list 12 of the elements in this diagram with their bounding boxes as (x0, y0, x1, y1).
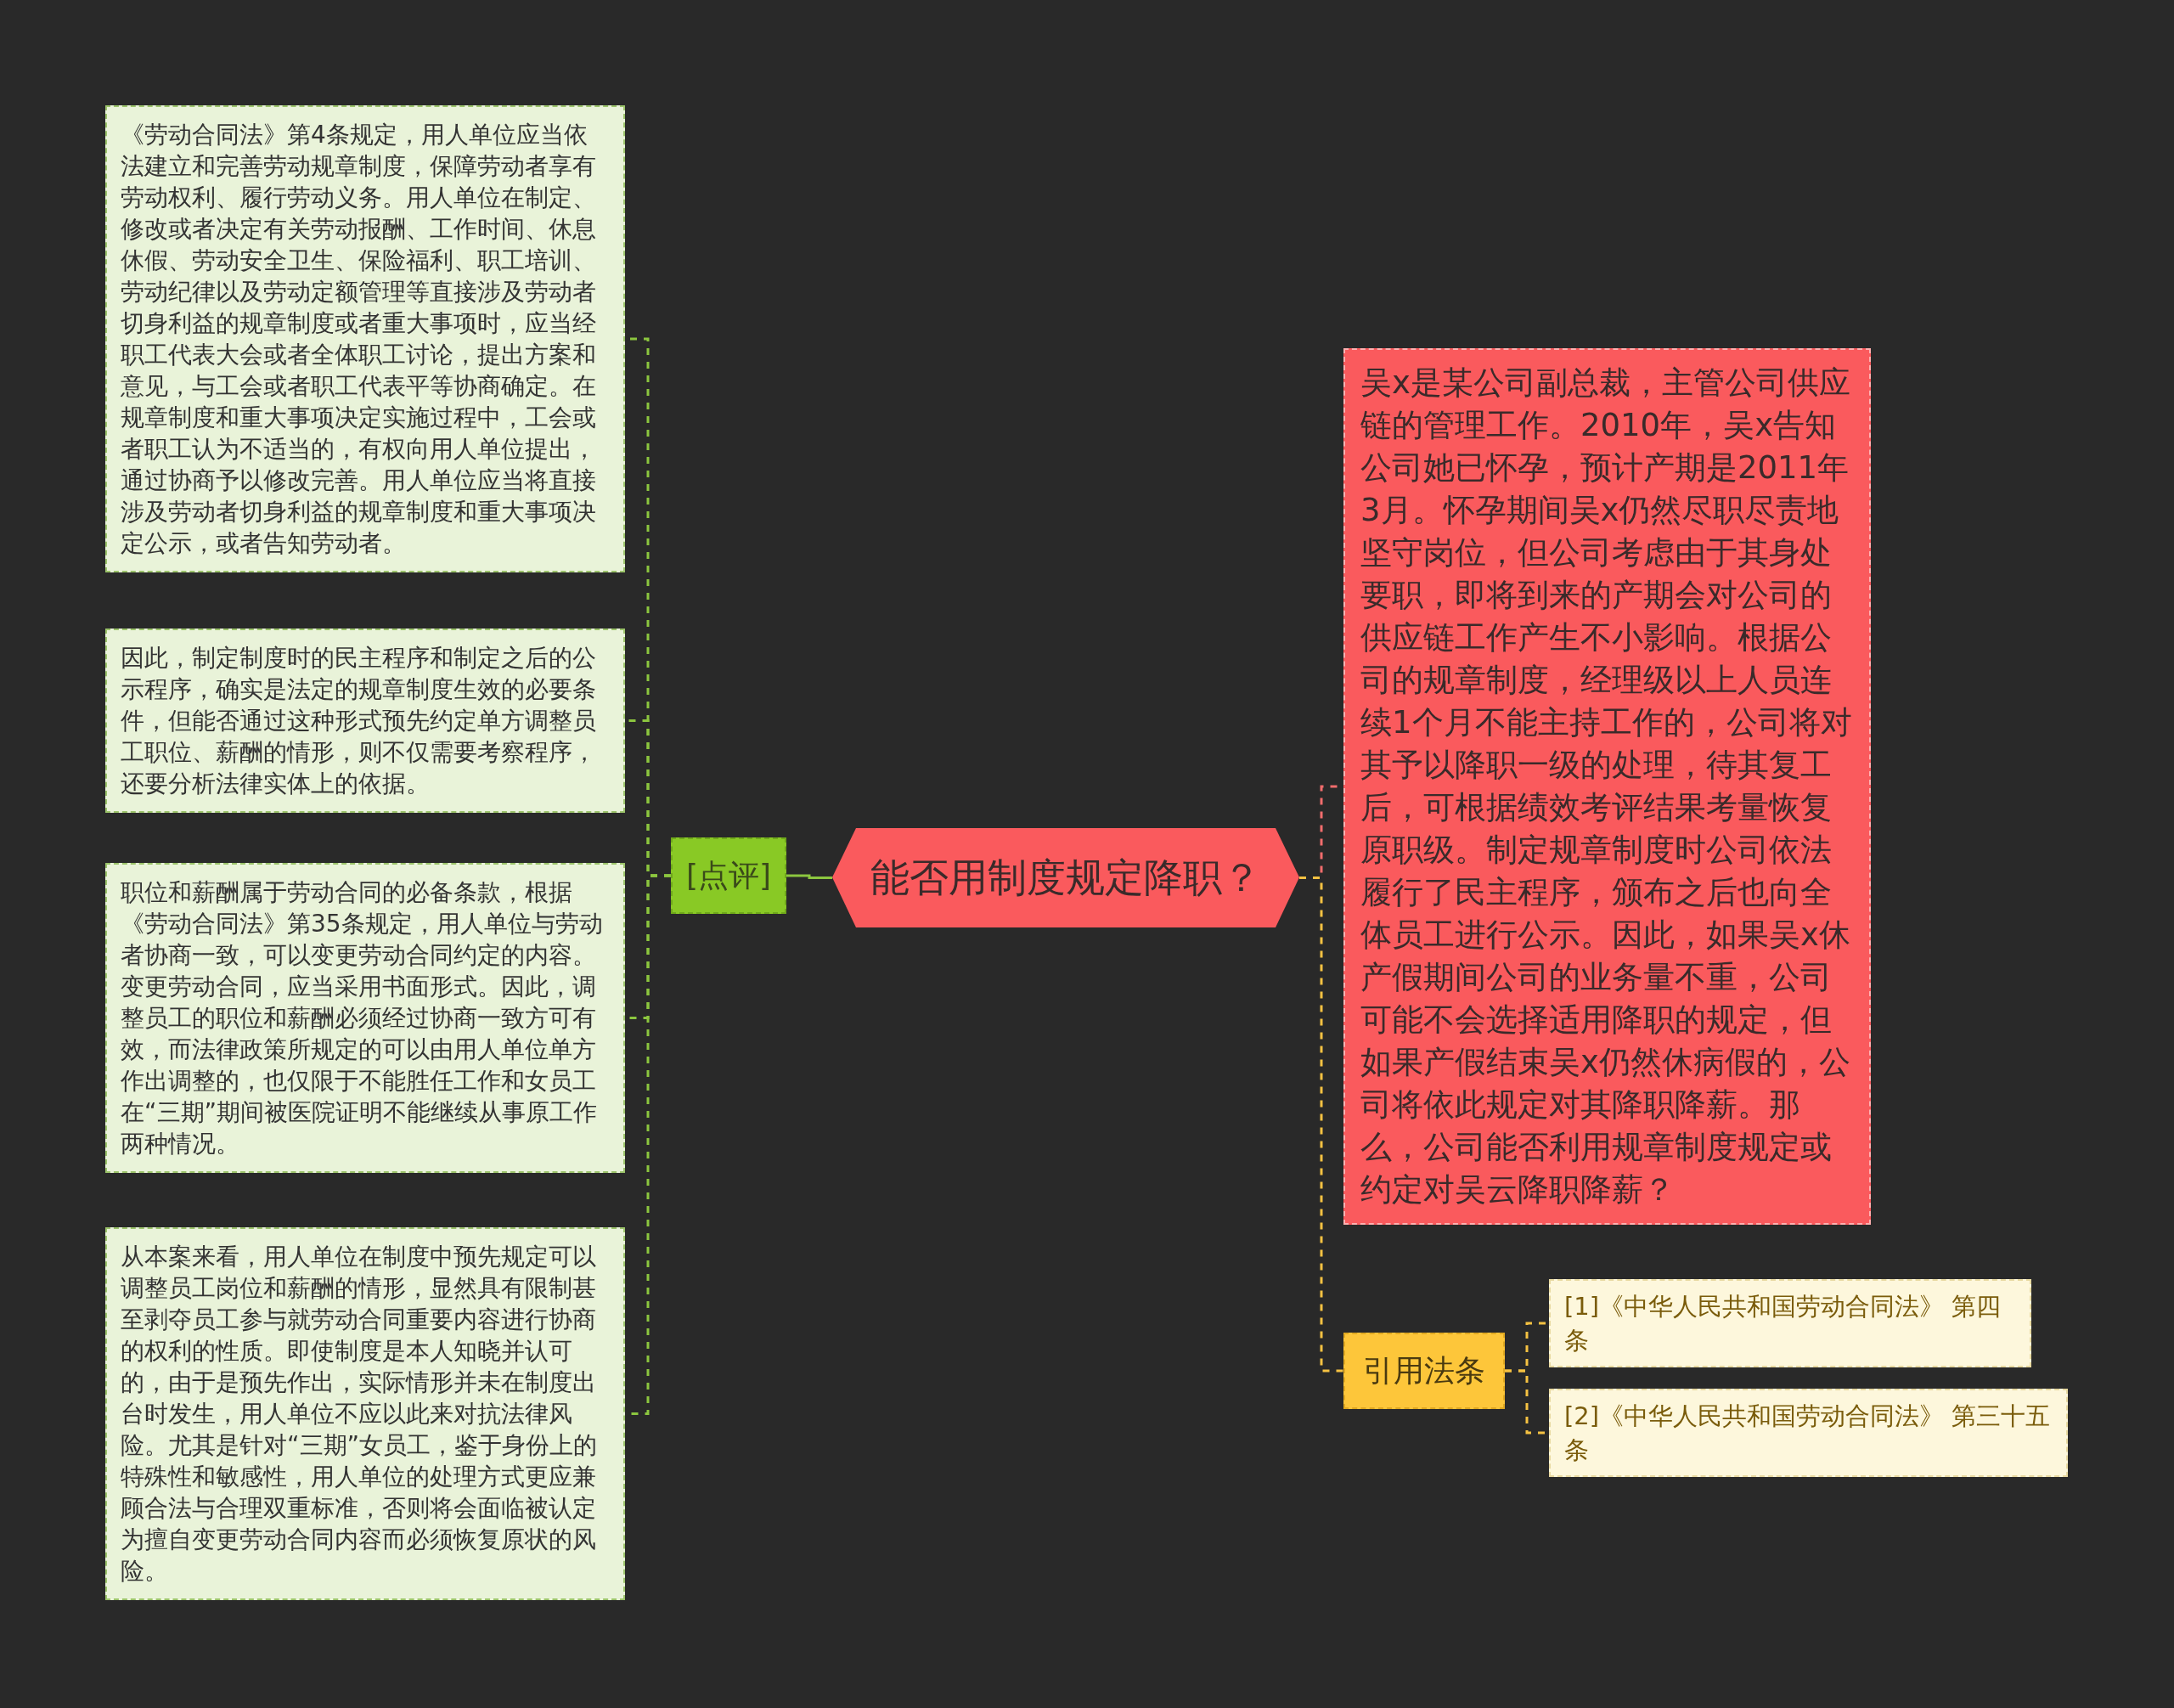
connector-line (786, 874, 832, 879)
reference-card: [1]《中华人民共和国劳动合同法》 第四条 (1549, 1279, 2031, 1367)
text-card: 从本案来看，用人单位在制度中预先规定可以调整员工岗位和薪酬的情形，显然具有限制甚至剥夺员工参与就劳动合同重要内容进行协商的权利的性质。即使制度是本人知晓并认可的，由于是预先作出，实际情形并未在制度出台时发生，用人单位不应以此来对抗法律风险。尤其是针对“三期”女员工，鉴于身份上的特殊性和敏感性，用人单位的处理方式更应兼顾合法与合理双重标准，否则将会面临被认定为擅自变更劳动合同内容而必须恢复原状的风险。 (105, 1227, 625, 1600)
case-card: 吴x是某公司副总裁，主管公司供应链的管理工作。2010年，吴x告知公司她已怀孕，预计产期是2011年3月。怀孕期间吴x仍然尽职尽责地坚守岗位，但公司考虑由于其身处要职，即将到来的产期会对公司的供应链工作产生不小影响。根据公司的规章制度，经理级以上人员连续1个月不能主持工作的，公司将对其予以降职一级的处理，待其复工后，可根据绩效考评结果考量恢复原职级。制定规章制度时公司依法履行了民主程序，颁布之后也向全体员工进行公示。因此，如果吴x休产假期间公司的业务量不重，公司可能不会选择适用降职的规定，但如果产假结束吴x仍然休病假的，公司将依此规定对其降职降薪。那么，公司能否利用规章制度规定或约定对吴云降职降薪？ (1343, 348, 1871, 1225)
connector-line (1299, 877, 1343, 1373)
branch-box: 引用法条 (1343, 1333, 1505, 1409)
text-card: 《劳动合同法》第4条规定，用人单位应当依法建立和完善劳动规章制度，保障劳动者享有劳动权利、履行劳动义务。用人单位在制定、修改或者决定有关劳动报酬、工作时间、休息休假、劳动安全卫生、保险福利、职工培训、劳动纪律以及劳动定额管理等直接涉及劳动者切身利益的规章制度或者重大事项时，应当经职工代表大会或者全体职工讨论，提出方案和意见，与工会或者职工代表平等协商确定。在规章制度和重大事项决定实施过程中，工会或者职工认为不适当的，有权向用人单位提出，通过协商予以修改完善。用人单位应当将直接涉及劳动者切身利益的规章制度和重大事项决定公示，或者告知劳动者。 (105, 105, 625, 572)
text-card: 职位和薪酬属于劳动合同的必备条款，根据《劳动合同法》第35条规定，用人单位与劳动者协商一致，可以变更劳动合同约定的内容。变更劳动合同，应当采用书面形式。因此，调整员工的职位和薪酬必须经过协商一致方可有效，而法律政策所规定的可以由用人单位单方作出调整的，也仅限于不能胜任工作和女员工在“三期”期间被医院证明不能继续从事原工作两种情况。 (105, 863, 625, 1173)
reference-card: [2]《中华人民共和国劳动合同法》 第三十五条 (1549, 1389, 2068, 1477)
text-card: 因此，制定制度时的民主程序和制定之后的公示程序，确实是法定的规章制度生效的必要条件，但能否通过这种形式预先约定单方调整员工职位、薪酬的情形，则不仅需要考察程序，还要分析法律实体上的依据。 (105, 629, 625, 813)
branch-box: [点评] (671, 837, 786, 914)
topic-hexagon: 能否用制度规定降职？ (832, 828, 1299, 927)
